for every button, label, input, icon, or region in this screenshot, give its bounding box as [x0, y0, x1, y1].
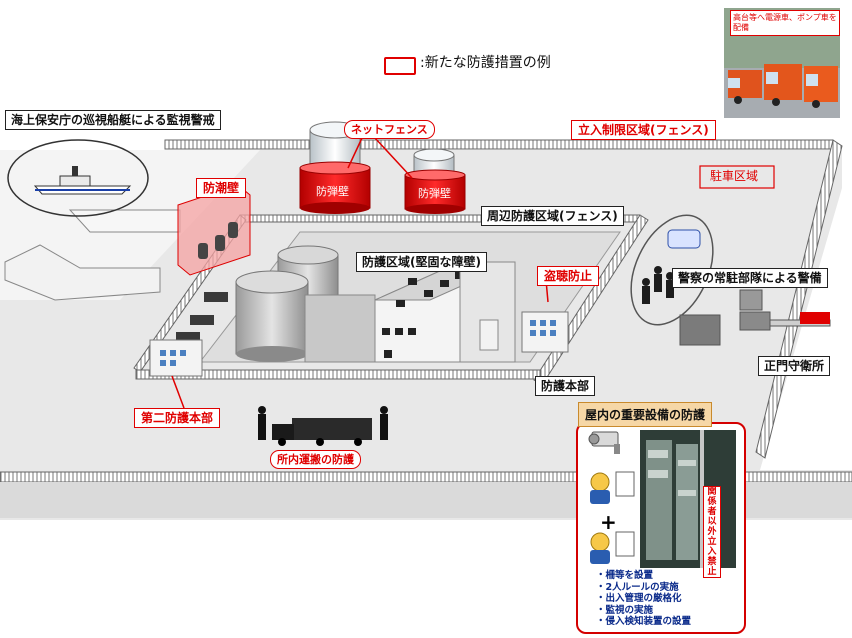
indoor-equipment-illustration: [640, 430, 736, 568]
anti-eavesdrop-label: 盗聴防止: [537, 266, 600, 286]
coast-guard-label: 海上保安庁の巡視船艇による監視警戒: [5, 110, 221, 130]
main-gate-label: 正門守衛所: [758, 356, 831, 376]
camera-icon: [588, 431, 620, 454]
perimeter-area-label: 周辺防護区域(フェンス): [481, 206, 624, 226]
police-car: [667, 229, 701, 249]
coast-guard-ellipse: [7, 139, 149, 217]
measure-item: ・出入管理の厳格化: [596, 593, 682, 604]
measure-item: ・柵等を設置: [596, 570, 654, 581]
tank-right: [404, 148, 466, 214]
jetty: [4, 244, 161, 301]
bulletproof-wall-label-2: 防弾壁: [418, 187, 451, 200]
power-trucks-caption: 高台等へ電源車、ポンプ車を配備: [730, 10, 840, 36]
legend-swatch: [384, 57, 416, 75]
restricted-sign: 関係者以外立入禁止: [703, 486, 721, 578]
plus-sign: +: [600, 510, 617, 534]
reactor-tanks: [235, 245, 339, 362]
indoor-equipment-photo: [640, 430, 736, 568]
indoor-panel-title: 屋内の重要設備の防護: [578, 402, 713, 427]
restricted-fence-top: [164, 139, 834, 150]
main-building: [304, 261, 516, 363]
parking-outline: [699, 165, 775, 189]
second-hq-building: [149, 339, 203, 377]
transport-label: 所内運搬の防護: [270, 450, 361, 469]
net-fence-leaders: [347, 137, 413, 179]
security-icons: [588, 431, 635, 564]
legend-text: :新たな防護措置の例: [420, 55, 551, 71]
restricted-fence-right: [755, 139, 843, 459]
pier: [68, 209, 181, 233]
measure-item: ・2人ルールの実施: [596, 581, 679, 593]
seawall-posts: [198, 222, 238, 259]
police-label: 警察の常駐部隊による警備: [672, 268, 828, 288]
measure-item: ・監視の実施: [596, 604, 654, 616]
parking-area-label: 駐車区域: [710, 169, 759, 183]
indoor-measures-list: ・柵等を設置 ・2人ルールの実施 ・出入管理の厳格化 ・監視の実施 ・侵入検知装…: [596, 570, 691, 628]
worker-icon-1: [590, 471, 635, 504]
worker-icon-2: [590, 531, 635, 564]
defense-hq-label: 防護本部: [535, 376, 596, 396]
net-fence-label: ネットフェンス: [344, 120, 435, 139]
transport-guards: [258, 406, 388, 440]
restricted-area-label: 立入制限区域(フェンス): [571, 120, 716, 140]
bulletproof-wall-label-1: 防弾壁: [316, 185, 349, 198]
defense-hq-building: [521, 311, 569, 353]
gate: [679, 289, 831, 346]
patrol-ship: [33, 166, 132, 195]
equipment: [176, 292, 228, 342]
perimeter-fence-bottom: [135, 369, 541, 380]
measure-item: ・侵入検知装置の設置: [596, 616, 692, 627]
seawall-label: 防潮壁: [196, 178, 247, 198]
protected-area-label: 防護区域(堅固な障壁): [356, 252, 487, 272]
second-hq-label: 第二防護本部: [134, 408, 221, 428]
tank-left: [299, 121, 371, 214]
transport-truck: [272, 418, 372, 446]
